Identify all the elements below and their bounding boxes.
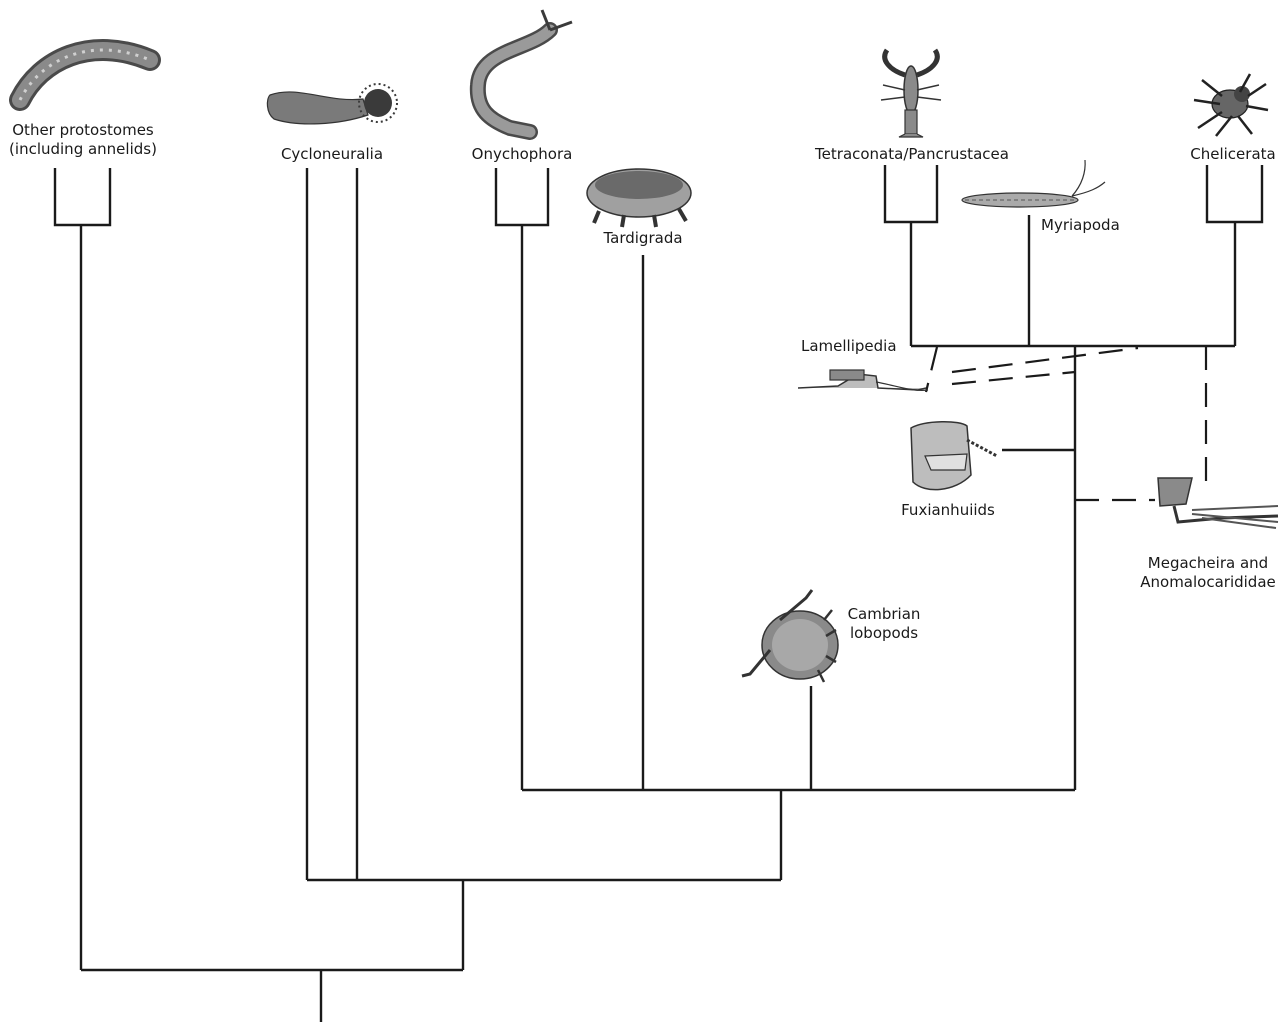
onychophora-bracket	[496, 168, 548, 225]
tree-branches	[55, 165, 1262, 1022]
cambrian-lobopods-label-line2: lobopods	[846, 624, 922, 643]
centipede-icon	[962, 160, 1105, 207]
chelicerata-label: Chelicerata	[1185, 145, 1281, 164]
megacheira-label-line2: Anomalocarididae	[1133, 573, 1283, 592]
tardigrade-icon	[587, 169, 691, 227]
cycloneuralia-label: Cycloneuralia	[270, 145, 394, 164]
myriapoda-label: Myriapoda	[1041, 216, 1120, 235]
megacheira-label-line1: Megacheira and	[1133, 554, 1283, 573]
annelid-worm-icon	[20, 50, 150, 100]
tetraconata-label: Tetraconata/Pancrustacea	[806, 145, 1018, 164]
priapulid-worm-icon	[267, 84, 397, 124]
great-appendage-icon	[1158, 478, 1278, 528]
onychophora-label: Onychophora	[462, 145, 582, 164]
lamellipedia-dashed-lower	[952, 372, 1075, 384]
lamellipedia-dashed-link	[926, 347, 937, 392]
tetraconata-bracket	[885, 165, 937, 222]
spider-icon	[1194, 74, 1268, 136]
other-protostomes-label-line1: Other protostomes	[5, 121, 161, 140]
chelicerata-bracket	[1207, 165, 1262, 222]
other-protostomes-label: Other protostomes (including annelids)	[5, 121, 161, 159]
fuxianhuiid-head-icon	[911, 422, 997, 490]
tardigrada-label: Tardigrada	[590, 229, 696, 248]
velvet-worm-icon	[478, 10, 572, 132]
lamellipedian-fossil-icon	[798, 370, 928, 390]
lamellipedia-label: Lamellipedia	[801, 337, 897, 356]
megacheira-label: Megacheira and Anomalocarididae	[1133, 554, 1283, 592]
lobopod-icon	[742, 590, 838, 682]
fuxianhuiids-label: Fuxianhuiids	[893, 501, 1003, 520]
other-protostomes-bracket	[55, 168, 110, 225]
lamellipedia-dashed-upper	[952, 348, 1138, 372]
other-protostomes-label-line2: (including annelids)	[5, 140, 161, 159]
cambrian-lobopods-label-line1: Cambrian	[846, 605, 922, 624]
cambrian-lobopods-label: Cambrian lobopods	[846, 605, 922, 643]
lobster-icon	[881, 50, 941, 137]
